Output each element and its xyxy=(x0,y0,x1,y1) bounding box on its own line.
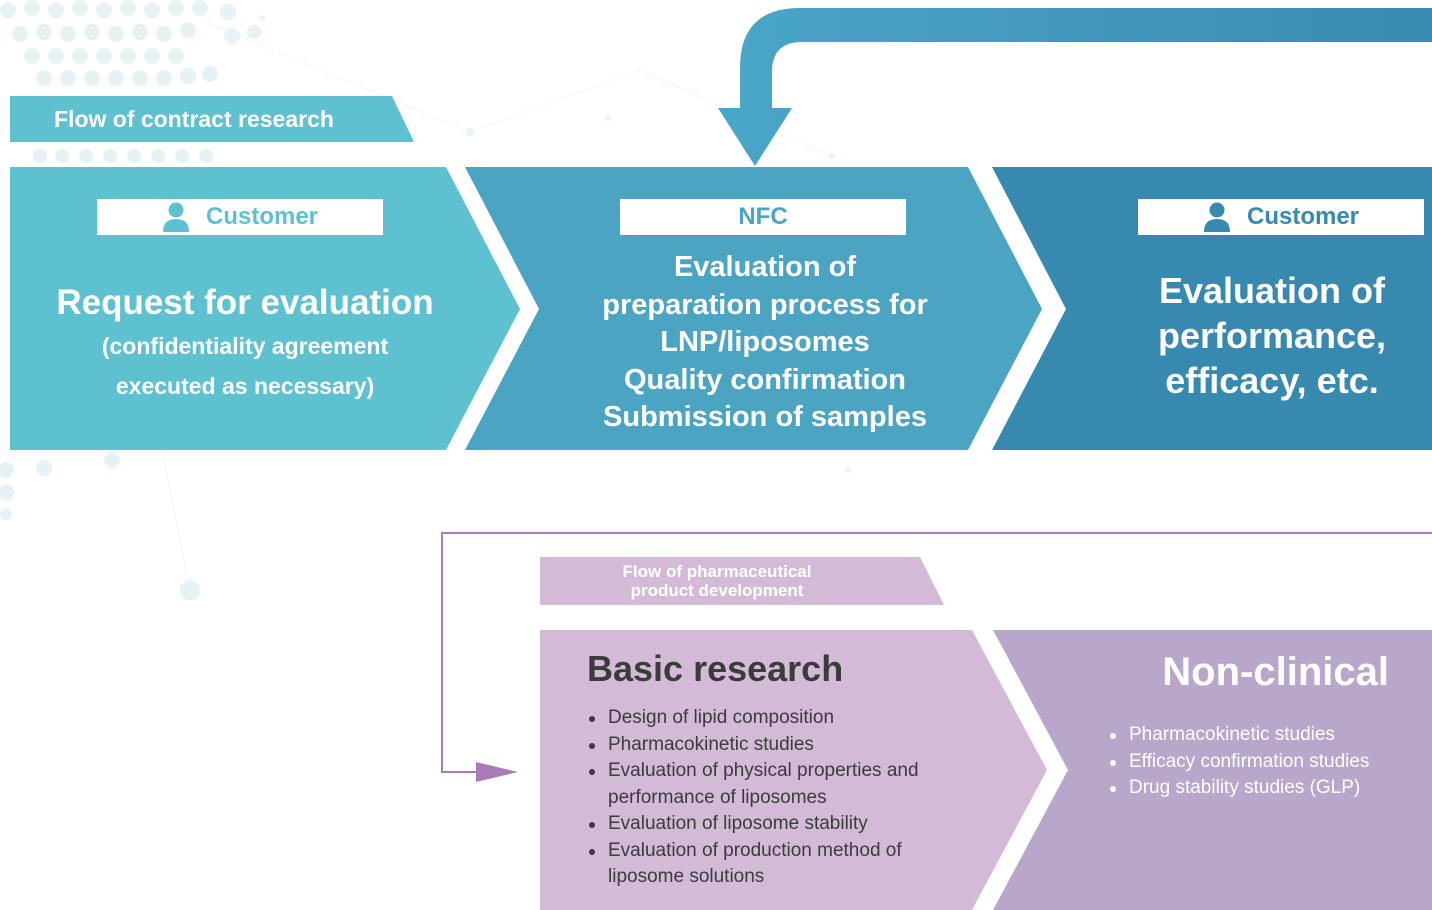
stage-3-actor-badge: Customer xyxy=(1138,199,1424,235)
feedback-arrow xyxy=(718,8,1432,166)
stage-2-actor-badge: NFC xyxy=(620,199,906,235)
stage-2-line-1: Evaluation of xyxy=(673,251,857,283)
non-clinical-chevron xyxy=(993,630,1432,910)
list-item: Pharmacokinetic studies xyxy=(1107,722,1427,749)
basic-research-list: Design of lipid composition Pharmacokine… xyxy=(586,705,956,891)
person-icon xyxy=(1203,202,1230,232)
basic-research-title: Basic research xyxy=(587,648,844,689)
person-icon xyxy=(162,202,189,232)
basic-research-chevron xyxy=(540,630,1047,910)
stage-3-line-1: Evaluation of xyxy=(1158,270,1386,311)
non-clinical-title: Non-clinical xyxy=(1162,650,1389,694)
stage-3-line-3: efficacy, etc. xyxy=(1165,360,1379,401)
list-item: Pharmacokinetic studies xyxy=(586,732,956,759)
stage-1-actor-badge: Customer xyxy=(97,199,383,235)
list-item: Efficacy confirmation studies xyxy=(1107,749,1427,776)
stage-1-content: Request for evaluation (confidentiality … xyxy=(10,282,480,406)
list-item: Evaluation of liposome stability xyxy=(586,811,956,838)
stage-2-actor: NFC xyxy=(738,203,788,230)
pharma-development-label: Flow of pharmaceutical product developme… xyxy=(540,557,944,605)
stage-1-title: Request for evaluation xyxy=(56,283,434,322)
stage-1-subtitle-line-2: executed as necessary) xyxy=(115,373,375,399)
stage-3-content: Evaluation of performance, efficacy, etc… xyxy=(1100,268,1432,403)
list-item: Evaluation of production method of lipos… xyxy=(586,838,956,891)
stage-2-chevron xyxy=(465,167,1042,450)
stage-1-actor: Customer xyxy=(205,203,319,230)
contract-research-label: Flow of contract research xyxy=(10,96,414,142)
stage-2-line-2: preparation process for xyxy=(602,288,928,321)
list-item: Design of lipid composition xyxy=(586,705,956,732)
stage-2-line-3: LNP/liposomes xyxy=(660,326,870,358)
pharma-label-line-2: product development xyxy=(630,581,804,600)
pharma-connector-line xyxy=(441,532,1432,773)
pharma-connector-arrowhead xyxy=(476,762,518,782)
stage-1-subtitle-line-1: (confidentiality agreement xyxy=(101,333,389,359)
stage-3-chevron xyxy=(992,167,1432,450)
list-item: Drug stability studies (GLP) xyxy=(1107,775,1427,802)
list-item: Evaluation of physical properties and pe… xyxy=(586,758,956,811)
stage-2-line-5: Submission of samples xyxy=(603,401,927,433)
pharma-label-line-1: Flow of pharmaceutical xyxy=(622,562,812,581)
stage-1-chevron xyxy=(10,167,520,450)
stage-2-line-4: Quality confirmation xyxy=(624,363,906,396)
non-clinical-list: Pharmacokinetic studies Efficacy confirm… xyxy=(1107,722,1427,802)
stage-3-actor: Customer xyxy=(1246,203,1360,230)
stage-3-line-2: performance, xyxy=(1157,315,1387,356)
stage-2-content: Evaluation of preparation process for LN… xyxy=(560,249,970,437)
decorative-dots xyxy=(0,0,851,600)
